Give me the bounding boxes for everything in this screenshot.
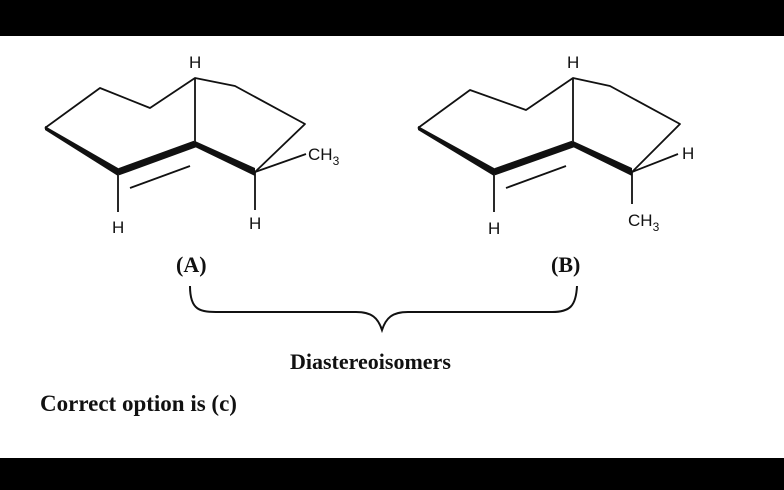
label-a: (A)	[176, 252, 207, 277]
diagram-canvas: H H H CH3 (A) H H H CH3 (B)	[44, 53, 694, 334]
relationship-label: Diastereoisomers	[290, 349, 451, 374]
atom-b-methyl: CH3	[628, 211, 660, 234]
bottom-black-bar	[0, 458, 784, 490]
top-black-bar	[0, 0, 784, 36]
ring-a-bonds	[44, 77, 306, 173]
diagram-page: H H H CH3 (A) H H H CH3 (B) Diaster	[0, 36, 784, 458]
double-bond-a	[116, 140, 197, 176]
bond-b-h-right	[631, 153, 679, 173]
wedge-bond-a-left	[45, 126, 118, 176]
label-b: (B)	[551, 252, 580, 277]
atom-a-h-bottom: H	[249, 214, 261, 233]
double-bond-b	[492, 140, 575, 176]
structure-a: H H H CH3 (A)	[44, 53, 340, 277]
ring-b-bonds	[417, 77, 681, 173]
wedge-bond-b-left	[418, 126, 494, 176]
double-bond-a-inner	[129, 165, 191, 189]
brace	[189, 285, 578, 334]
atom-b-h-top: H	[567, 53, 579, 72]
atom-a-methyl: CH3	[308, 145, 340, 168]
wedge-bond-b-right	[573, 141, 632, 176]
answer-text: Correct option is (c)	[40, 391, 237, 416]
bond-a-methyl	[254, 153, 307, 173]
atom-a-h-top: H	[189, 53, 201, 72]
atom-a-h-left: H	[112, 218, 124, 237]
structure-b: H H H CH3 (B)	[417, 53, 694, 277]
atom-b-h-right: H	[682, 144, 694, 163]
wedge-bond-a-right	[195, 141, 255, 176]
double-bond-b-inner	[505, 165, 567, 189]
atom-b-h-left: H	[488, 219, 500, 238]
